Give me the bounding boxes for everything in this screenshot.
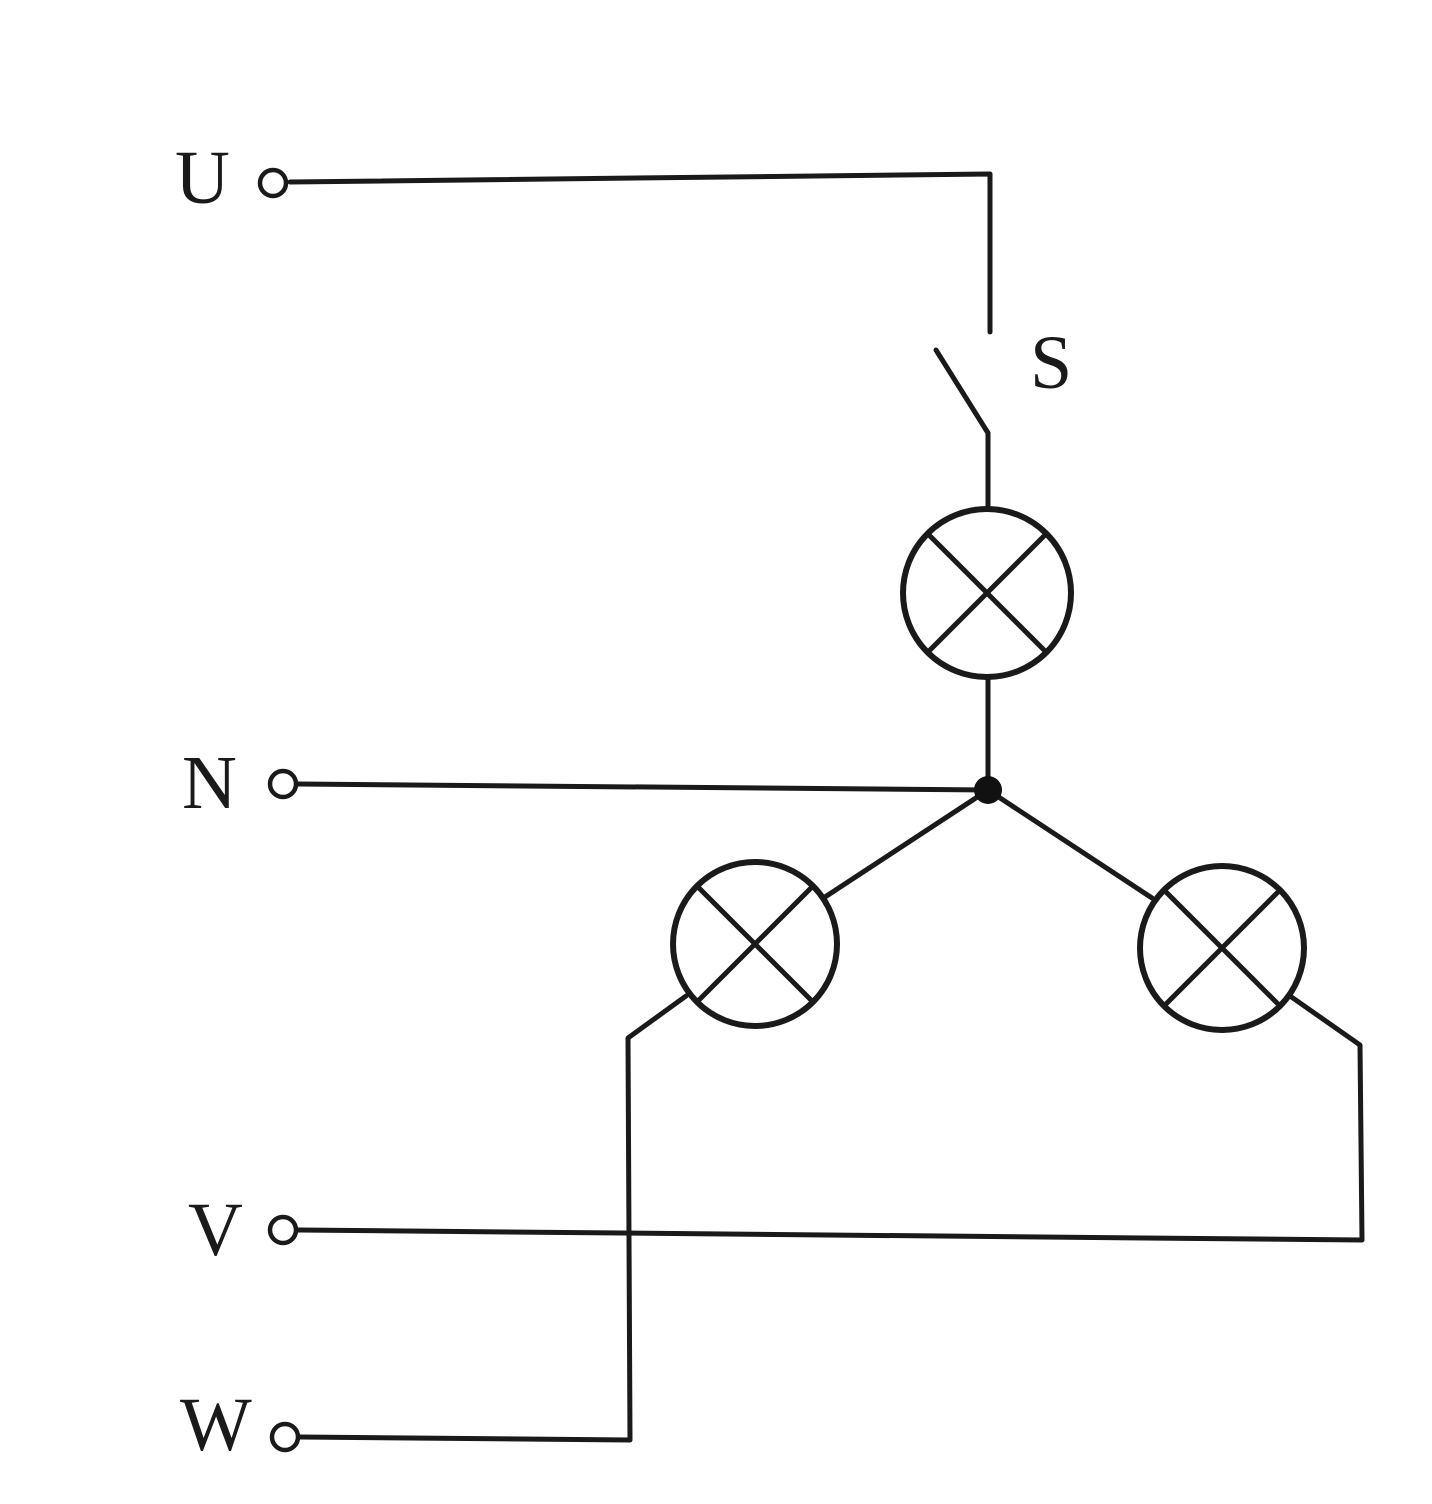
lamp-right: [1137, 863, 1307, 1033]
terminal-w: [269, 1421, 301, 1453]
neutral-node: [974, 776, 1002, 804]
terminal-v: [267, 1214, 299, 1246]
wires: [287, 171, 1365, 1443]
lamp-left: [670, 859, 840, 1029]
wire-n: [295, 781, 991, 793]
lamp-top: [900, 506, 1074, 680]
switch-blade: [933, 347, 991, 436]
wire-right-lamp-to-v: [295, 993, 1365, 1243]
terminal-w-label: W: [180, 1383, 252, 1467]
wire-node-to-right-lamp: [985, 787, 1155, 901]
terminal-u: [257, 167, 289, 199]
wire-left-lamp-to-w: [297, 993, 689, 1443]
terminal-n: [267, 768, 299, 800]
wire-u: [287, 171, 993, 335]
switch-label: S: [1030, 321, 1072, 405]
terminal-n-label: N: [182, 741, 237, 825]
terminal-u-label: U: [175, 136, 230, 220]
terminal-v-label: V: [188, 1188, 243, 1272]
wire-node-to-left-lamp: [822, 787, 991, 900]
